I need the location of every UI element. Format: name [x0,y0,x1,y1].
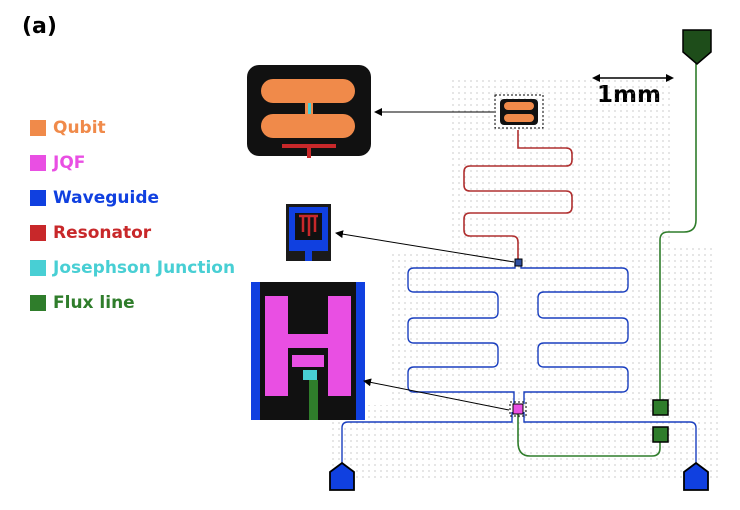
josephson-junction-swatch [30,259,46,276]
qubit-inset [247,65,371,158]
flux-line-top-pad [682,29,712,65]
jqf-chip-element [509,401,527,417]
legend-label-qubit: Qubit [53,117,106,138]
flux-bias-square-upper [652,399,669,416]
legend-item-flux-line: Flux line [30,285,235,320]
legend-item-resonator: Resonator [30,215,235,250]
jqf-swatch [30,154,46,171]
coupler-inset [286,204,331,261]
waveguide-line [341,261,697,472]
qubit-chip-element [494,94,544,129]
legend-label-flux-line: Flux line [53,292,135,313]
legend-item-jqf: JQF [30,145,235,180]
qubit-swatch [30,119,46,136]
jqf-inset [251,282,365,420]
waveguide-port-left [329,461,355,491]
resonator-swatch [30,224,46,241]
flux-line [517,49,697,457]
flux-bias-square-lower [652,426,669,443]
legend-label-josephson-junction: Josephson Junction [53,257,236,278]
legend: Qubit JQF Waveguide Resonator Josephson … [30,110,235,320]
jqf-inset-arrow [363,378,510,411]
ground-plane [330,80,720,480]
coupler-chip-element [514,258,523,267]
coupler-inset-arrow [335,230,515,263]
waveguide-port-right [683,461,709,491]
scale-bar [592,74,674,82]
panel-label: (a) [22,14,57,39]
flux-line-swatch [30,294,46,311]
resonator-line [463,130,573,262]
legend-item-waveguide: Waveguide [30,180,235,215]
legend-item-josephson-junction: Josephson Junction [30,250,235,285]
legend-label-resonator: Resonator [53,222,152,243]
legend-label-waveguide: Waveguide [53,187,160,208]
legend-label-jqf: JQF [53,152,86,173]
legend-item-qubit: Qubit [30,110,235,145]
waveguide-swatch [30,189,46,206]
